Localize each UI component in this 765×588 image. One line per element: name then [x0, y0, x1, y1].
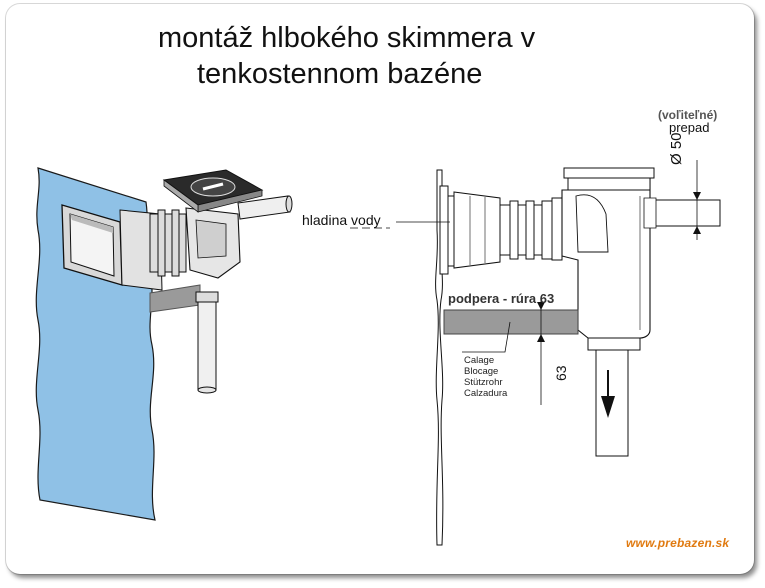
- support-pipe-label: podpera - rúra 63: [448, 291, 555, 306]
- support-translation-calzadura: Calzadura: [464, 388, 508, 399]
- support-translation-stutzrohr: Stützrohr: [464, 377, 503, 388]
- slide-title-line2: tenkostennom bazéne: [197, 58, 483, 90]
- water-level-label: hladina vody: [302, 212, 381, 228]
- brand-logo[interactable]: www.prebazen.sk: [626, 536, 730, 550]
- flow-arrow-icon: [601, 396, 615, 418]
- slide-title-line1: montáž hlbokého skimmera v: [158, 22, 536, 54]
- support-translation-blocage: Blocage: [464, 366, 499, 377]
- support-dimension-label: 63: [553, 365, 569, 381]
- overflow-optional-label: (voľiteľné): [658, 108, 718, 122]
- diameter-label: Ø 50: [668, 132, 685, 165]
- overflow-label: prepad: [669, 120, 710, 135]
- support-translation-calage: Calage: [464, 355, 495, 366]
